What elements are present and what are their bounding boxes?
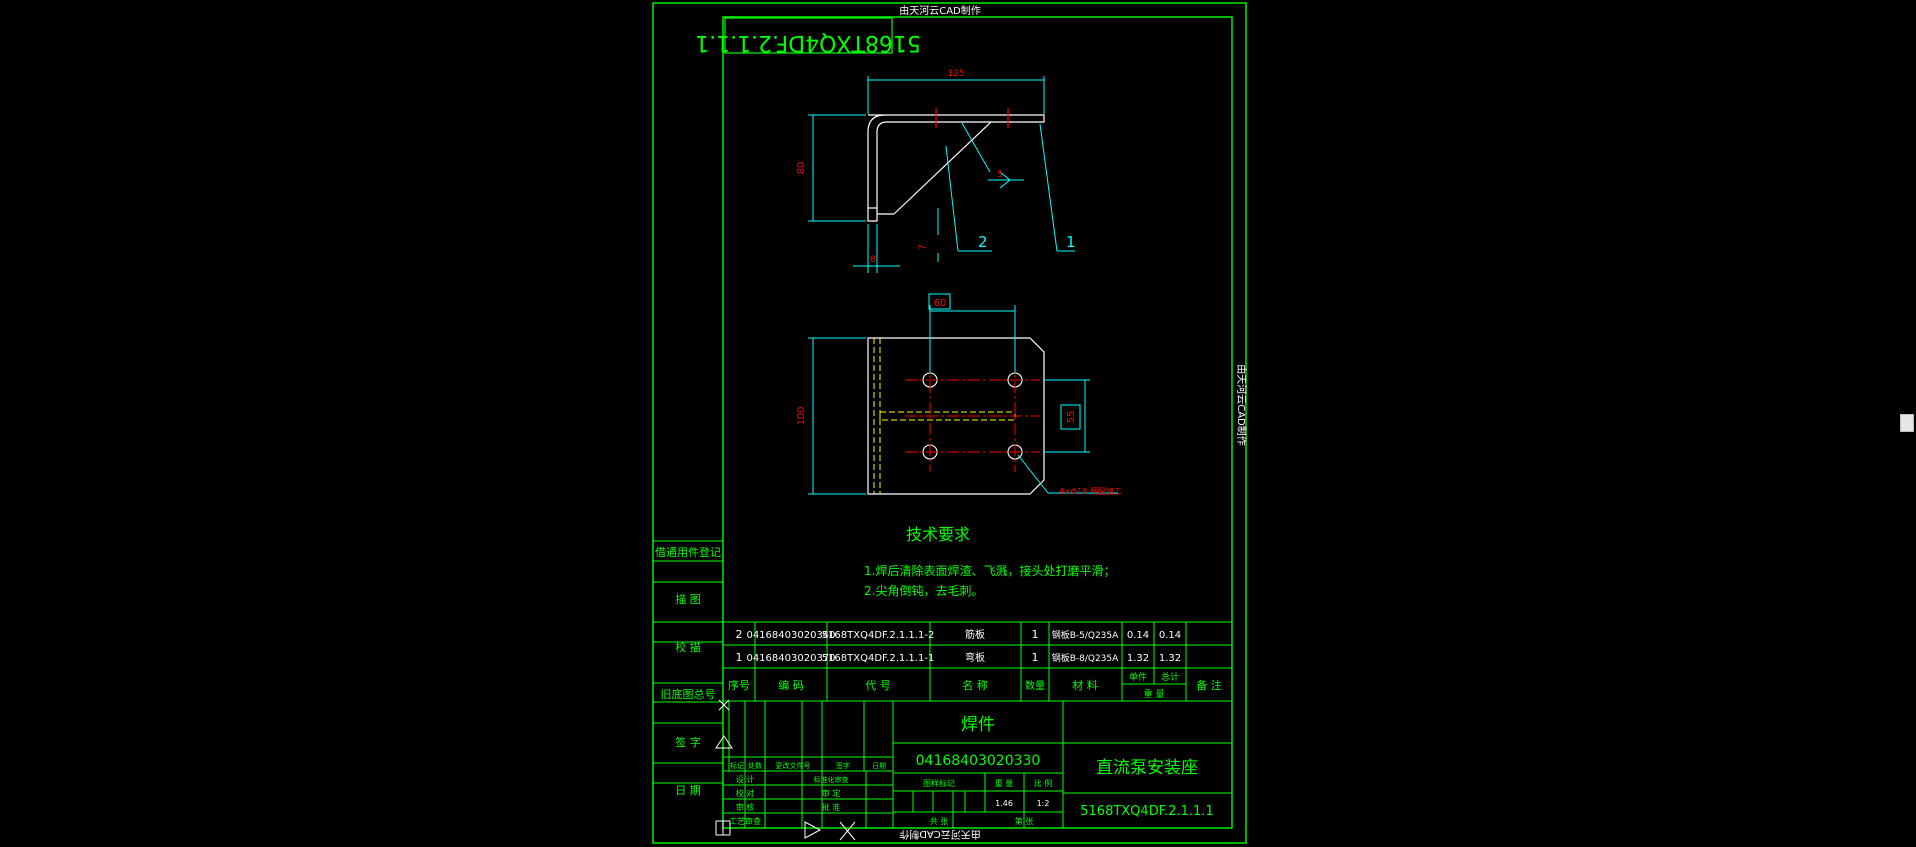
svg-text:筋板: 筋板 [965,628,985,641]
title-small-labels: 图样标记 重 量 比 例 1.46 1:2 共 张 第 张 [923,778,1052,826]
svg-text:材 料: 材 料 [1072,678,1098,692]
margin-label-5: 签 字 [675,735,701,749]
svg-text:审 定: 审 定 [822,788,841,798]
svg-text:重 量: 重 量 [1144,688,1165,700]
title-drawing-no: 5168TXQ4DF.2.1.1.1 [1080,804,1213,819]
svg-text:图样标记: 图样标记 [923,778,955,788]
dim-top-width: 125 [947,69,964,79]
revision-labels: 标记 处数 更改文件号 签字 日期 [730,761,886,770]
svg-text:编 码: 编 码 [778,678,804,692]
svg-text:1.32: 1.32 [1159,653,1181,664]
svg-text:设 计: 设 计 [736,774,755,784]
part-type: 焊件 [961,715,995,735]
part-name: 直流泵安装座 [1096,758,1198,778]
svg-text:处数: 处数 [748,761,762,770]
svg-text:1:2: 1:2 [1037,799,1050,808]
svg-text:1.32: 1.32 [1127,653,1149,664]
svg-text:1: 1 [736,651,743,664]
hole-note: 4×Φ18 预配加工 [1059,486,1122,496]
bom-grid [723,621,1232,702]
svg-text:批 准: 批 准 [822,802,841,812]
svg-text:04168403020340: 04168403020340 [746,630,835,641]
margin-label-6: 日 期 [675,784,701,797]
margin-label-4: 旧底图总号 [661,687,716,701]
svg-text:备 注: 备 注 [1196,678,1222,692]
dim-hole-vertical: 55 [1066,411,1077,424]
svg-text:工艺审查: 工艺审查 [729,816,761,826]
svg-text:签字: 签字 [836,761,850,770]
svg-text:5168TXQ4DF.2.1.1.1-1: 5168TXQ4DF.2.1.1.1-1 [822,653,935,664]
dim-weld: 5 [997,170,1003,180]
svg-text:比 例: 比 例 [1034,778,1053,788]
drawing-no-mirrored: 5168TXQ4DF.2.1.1.1 [695,30,921,55]
svg-text:2: 2 [736,628,743,641]
svg-text:1: 1 [1032,651,1039,664]
dim-left-height: 80 [796,162,807,175]
margin-label-2: 描 图 [675,592,701,606]
vertical-scrollbar[interactable] [1898,0,1916,847]
bom-row-1: 1 04168403020370 5168TXQ4DF.2.1.1.1-1 弯板… [736,651,1182,664]
dim-thickness: 8 [870,255,876,265]
front-view: 125 80 8 7 5 2 1 [796,69,1076,273]
bom-row-2: 2 04168403020340 5168TXQ4DF.2.1.1.1-2 筋板… [736,628,1182,641]
margin-label-1: 借通用件登记 [655,545,721,559]
watermark-bottom: 由天河云CAD制作 [899,828,981,841]
svg-text:钢板B-8/Q235A: 钢板B-8/Q235A [1052,652,1119,664]
dim-small: 7 [918,244,928,250]
svg-text:04168403020370: 04168403020370 [746,653,835,664]
dim-hole-spacing: 60 [934,298,947,309]
drawing-frame [652,2,1247,844]
svg-text:单件: 单件 [1129,671,1147,683]
scroll-thumb[interactable] [1900,414,1914,432]
plan-view: 60 100 55 4×Φ18 预配加工 [796,293,1122,496]
svg-text:数量: 数量 [1025,679,1045,692]
svg-text:重 量: 重 量 [995,778,1014,788]
svg-text:5168TXQ4DF.2.1.1.1-2: 5168TXQ4DF.2.1.1.1-2 [822,630,935,641]
balloon-2: 2 [978,233,988,251]
svg-text:更改文件号: 更改文件号 [776,761,811,770]
svg-text:1.46: 1.46 [995,799,1013,808]
svg-text:0.14: 0.14 [1127,630,1149,641]
drawing-no-box [724,17,893,54]
svg-text:总计: 总计 [1161,671,1179,683]
tech-line-1: 1.焊后清除表面焊渣、飞溅，接头处打磨平滑； [864,563,1115,578]
title-block-symbols [715,699,856,841]
left-margin-column [653,540,723,784]
watermark-side: 由天河云CAD制作 [1235,364,1248,446]
svg-text:1: 1 [1032,628,1039,641]
svg-text:弯板: 弯板 [965,651,985,664]
signature-role-labels: 设 计 校 对 审 核 工艺审查 标准化审查 审 定 批 准 [729,774,849,826]
title-block-grid [723,701,1232,828]
watermark-top: 由天河云CAD制作 [899,4,981,17]
svg-text:代 号: 代 号 [865,679,891,692]
svg-text:序号: 序号 [728,678,750,692]
tech-title: 技术要求 [906,525,970,544]
svg-text:钢板B-5/Q235A: 钢板B-5/Q235A [1052,629,1119,641]
svg-text:审 核: 审 核 [736,802,755,812]
svg-text:标准化审查: 标准化审查 [814,775,849,784]
tech-line-2: 2.尖角倒钝，去毛刺。 [864,584,983,598]
assembly-code: 04168403020330 [916,753,1041,769]
svg-text:校 对: 校 对 [736,788,755,798]
svg-text:标记: 标记 [730,761,744,770]
svg-text:日期: 日期 [872,762,886,770]
dim-plan-height: 100 [796,406,807,425]
balloon-1: 1 [1066,233,1076,251]
svg-text:0.14: 0.14 [1159,630,1181,641]
svg-text:共 张: 共 张 [930,817,949,826]
svg-text:第 张: 第 张 [1015,816,1034,826]
svg-text:名 称: 名 称 [962,678,988,692]
bom-header: 序号 编 码 代 号 名 称 数量 材 料 单件 总计 重 量 备 注 [728,671,1222,700]
margin-label-3: 校 描 [675,640,701,654]
